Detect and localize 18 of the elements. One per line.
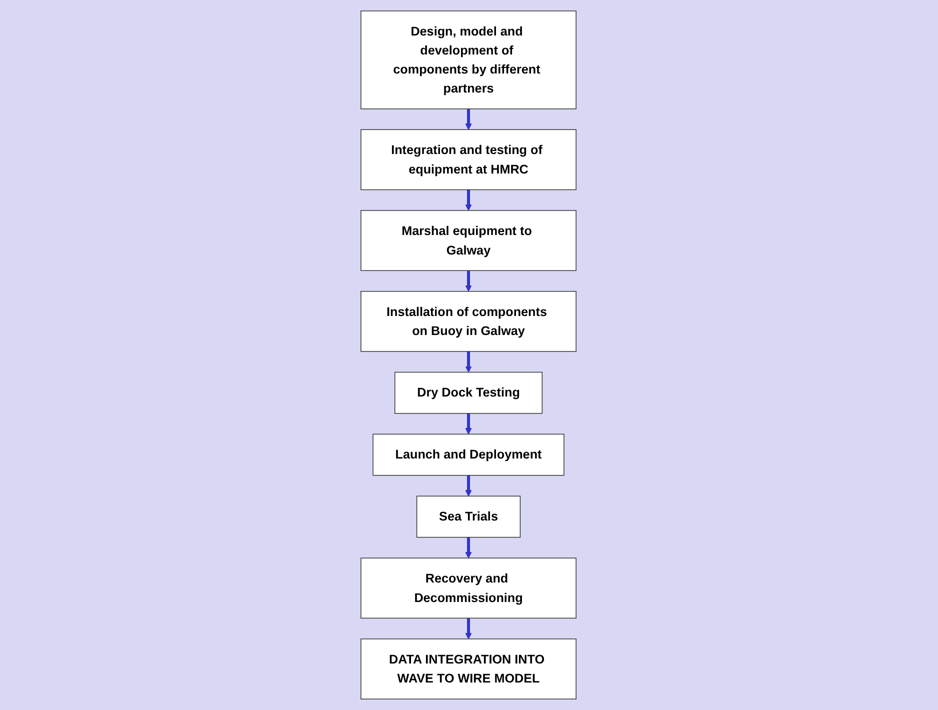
node-box bbox=[361, 558, 577, 619]
node-box bbox=[416, 496, 522, 538]
node-box bbox=[394, 372, 544, 414]
arrow bbox=[466, 537, 472, 558]
node-box bbox=[373, 434, 565, 476]
arrow bbox=[466, 108, 472, 130]
arrow bbox=[466, 475, 472, 496]
node-box bbox=[361, 638, 577, 700]
node-box bbox=[361, 129, 577, 190]
node-box bbox=[361, 10, 577, 110]
arrow bbox=[466, 270, 472, 292]
arrow bbox=[466, 618, 472, 640]
node-box bbox=[361, 210, 577, 271]
arrow bbox=[466, 190, 472, 211]
arrow bbox=[466, 413, 472, 434]
flowchart: Design, model and development of components by different partners Integration and testing of equipment at HMRC Marshal equipment to Galway Installation of components on Buoy in Galway Dry Dock Testing Launch and Deployment Sea Trials Recovery and Decommissioning DATA INTEGRATION INTO WAVE TO WIRE MODEL bbox=[355, 5, 582, 705]
arrow bbox=[466, 351, 472, 373]
node-box bbox=[361, 291, 577, 352]
